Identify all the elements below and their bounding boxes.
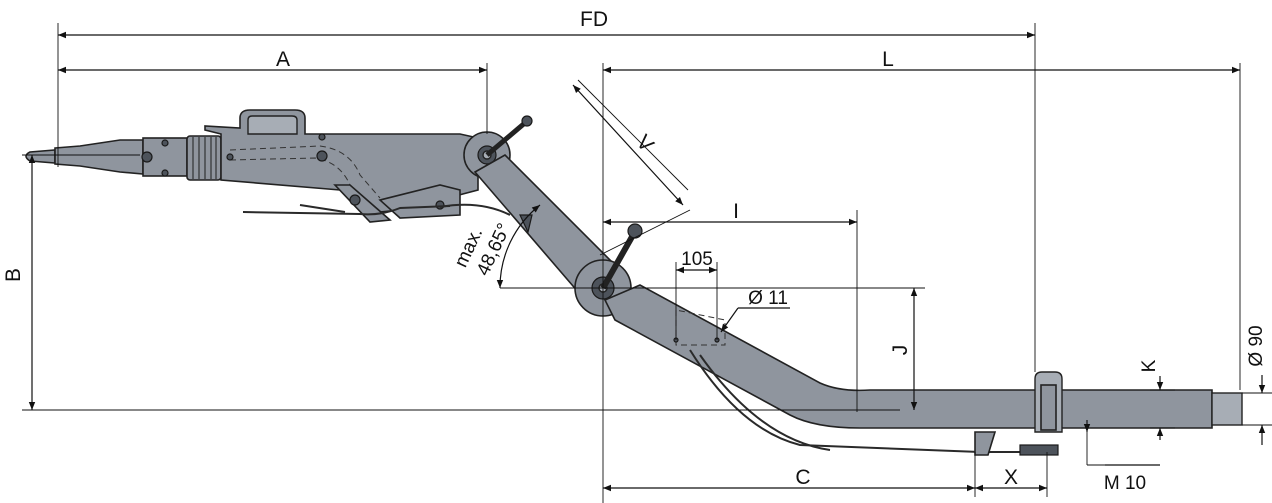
label-x: X (1004, 466, 1018, 489)
label-105: 105 (681, 249, 713, 270)
label-fd: FD (580, 8, 608, 31)
label-diameter-11: Ø 11 (748, 288, 788, 309)
label-diameter-90: Ø 90 (1246, 325, 1267, 366)
label-m10: M 10 (1104, 473, 1146, 494)
label-a: A (276, 48, 290, 71)
label-k: K (1139, 359, 1160, 372)
drawbar-housing (204, 109, 511, 223)
dim-v-line (572, 84, 684, 206)
main-tube (603, 284, 1243, 456)
label-c: C (795, 466, 810, 489)
extension-lines (22, 23, 1272, 503)
label-j: J (889, 345, 912, 356)
angle-arc (496, 204, 541, 289)
tow-bar-assembly (25, 109, 1243, 456)
label-b: B (2, 268, 25, 282)
label-l: L (882, 48, 894, 71)
coupling-head (25, 137, 188, 177)
dimension-lines (28, 31, 1266, 492)
label-i: I (733, 200, 739, 223)
bellows (186, 135, 222, 181)
